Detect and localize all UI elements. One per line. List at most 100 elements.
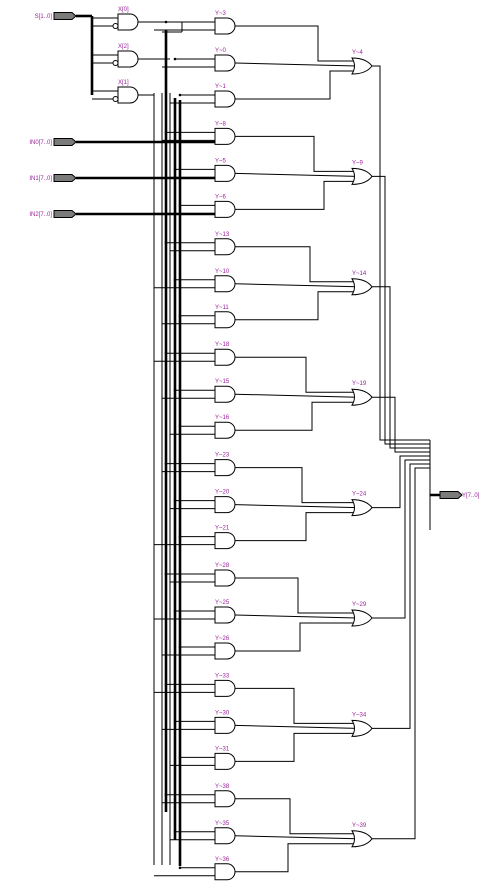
junction-dot — [164, 793, 168, 797]
decoder-label: X[0] — [118, 7, 129, 13]
or-gate-label: Y~29 — [352, 602, 367, 608]
and-to-or — [234, 283, 358, 288]
or-gate — [351, 167, 373, 185]
output-pin — [439, 491, 463, 499]
and-gate-label: Y~21 — [215, 526, 230, 532]
or-gate-label: Y~14 — [352, 271, 367, 277]
and-gate — [214, 716, 236, 734]
s-input-pin — [53, 12, 77, 20]
and-gate — [214, 17, 236, 35]
or-gate — [351, 609, 373, 627]
and-gate-label: Y~25 — [215, 600, 230, 606]
decoder-and-gate — [117, 13, 139, 31]
or-to-bus — [372, 175, 430, 445]
junction-dot — [178, 866, 182, 870]
and-to-or — [235, 291, 355, 321]
and-to-or — [235, 25, 355, 62]
or-gate-label: Y~24 — [352, 492, 367, 498]
and-gate — [214, 348, 236, 366]
and-gate-label: Y~3 — [215, 11, 227, 17]
junction-dot — [173, 388, 177, 392]
or-to-bus — [372, 65, 430, 441]
junction-dot — [164, 351, 168, 355]
and-gate — [214, 275, 236, 293]
or-to-bus — [372, 286, 430, 449]
junction-dot — [173, 609, 177, 613]
junction-dot — [178, 756, 182, 759]
and-to-or — [235, 180, 355, 210]
or-gate-label: Y~4 — [352, 50, 364, 56]
or-gate — [351, 57, 373, 75]
and-gate-label: Y~13 — [215, 232, 230, 238]
and-gate-label: Y~33 — [215, 673, 230, 679]
and-to-or — [235, 843, 355, 873]
and-to-or — [235, 135, 355, 172]
and-gate-label: Y~18 — [215, 342, 230, 348]
or-to-bus — [372, 396, 430, 453]
and-to-or — [235, 577, 355, 614]
and-to-or — [234, 172, 358, 177]
inverter-bubble — [112, 60, 119, 66]
wires-layer — [76, 14, 455, 877]
input-label-in0: IN0[7..0] — [29, 140, 52, 146]
gates-layer — [53, 12, 463, 881]
inverter-bubble — [112, 96, 119, 102]
and-gate — [214, 496, 236, 514]
and-gate — [214, 54, 236, 72]
junction-dot — [173, 720, 177, 723]
and-to-or — [234, 724, 358, 729]
and-to-or — [235, 70, 355, 100]
and-to-or — [234, 504, 358, 509]
junction-dot — [164, 131, 168, 134]
and-gate — [214, 827, 236, 845]
in0-input-pin — [53, 138, 77, 146]
input-label-in2: IN2[7..0] — [29, 212, 52, 218]
and-gate — [214, 421, 236, 439]
or-gate-label: Y~39 — [352, 823, 367, 829]
labels-layer: S[1..0]IN0[7..0]IN1[7..0]IN2[7..0]X[0]X[… — [29, 7, 479, 863]
inverter-bubble — [112, 23, 119, 29]
and-gate — [214, 606, 236, 624]
junction-dot — [173, 499, 177, 502]
in1-input-pin — [53, 174, 77, 182]
in2-input-pin — [53, 210, 77, 218]
or-gate — [351, 830, 373, 848]
output-label: Y[7..0] — [462, 493, 480, 499]
junction-dot — [173, 278, 177, 282]
or-gate-label: Y~9 — [352, 160, 364, 166]
junction-dot — [178, 645, 182, 649]
and-gate — [214, 385, 236, 403]
and-to-or — [235, 687, 355, 724]
and-gate-label: Y~16 — [215, 415, 230, 421]
and-to-or — [235, 512, 355, 542]
and-gate — [214, 90, 236, 108]
and-to-or — [235, 732, 355, 762]
junction-dot — [164, 572, 168, 576]
or-gate-label: Y~34 — [352, 712, 367, 718]
or-gate — [351, 388, 373, 406]
and-gate — [214, 532, 236, 550]
junction-dot — [173, 168, 177, 171]
or-to-bus — [372, 455, 430, 509]
and-gate-label: Y~15 — [215, 379, 230, 385]
and-to-or — [235, 622, 355, 652]
decoder-label: X[2] — [118, 44, 129, 50]
or-to-bus — [372, 467, 430, 840]
or-gate — [351, 278, 373, 296]
and-gate-label: Y~30 — [215, 710, 230, 716]
junction-dot — [178, 424, 182, 428]
junction-dot — [178, 93, 182, 97]
junction-dot — [178, 314, 182, 318]
and-gate — [214, 863, 236, 881]
junction-dot — [164, 20, 168, 24]
junction-dot — [178, 204, 182, 207]
and-gate-label: Y~20 — [215, 490, 230, 496]
and-gate — [214, 459, 236, 477]
or-to-bus — [372, 459, 430, 619]
or-to-bus — [372, 463, 430, 729]
junction-dot — [173, 57, 177, 61]
and-gate-label: Y~35 — [215, 821, 230, 827]
and-gate — [214, 642, 236, 660]
and-gate-label: Y~5 — [215, 158, 227, 164]
or-gate-label: Y~19 — [352, 381, 367, 387]
